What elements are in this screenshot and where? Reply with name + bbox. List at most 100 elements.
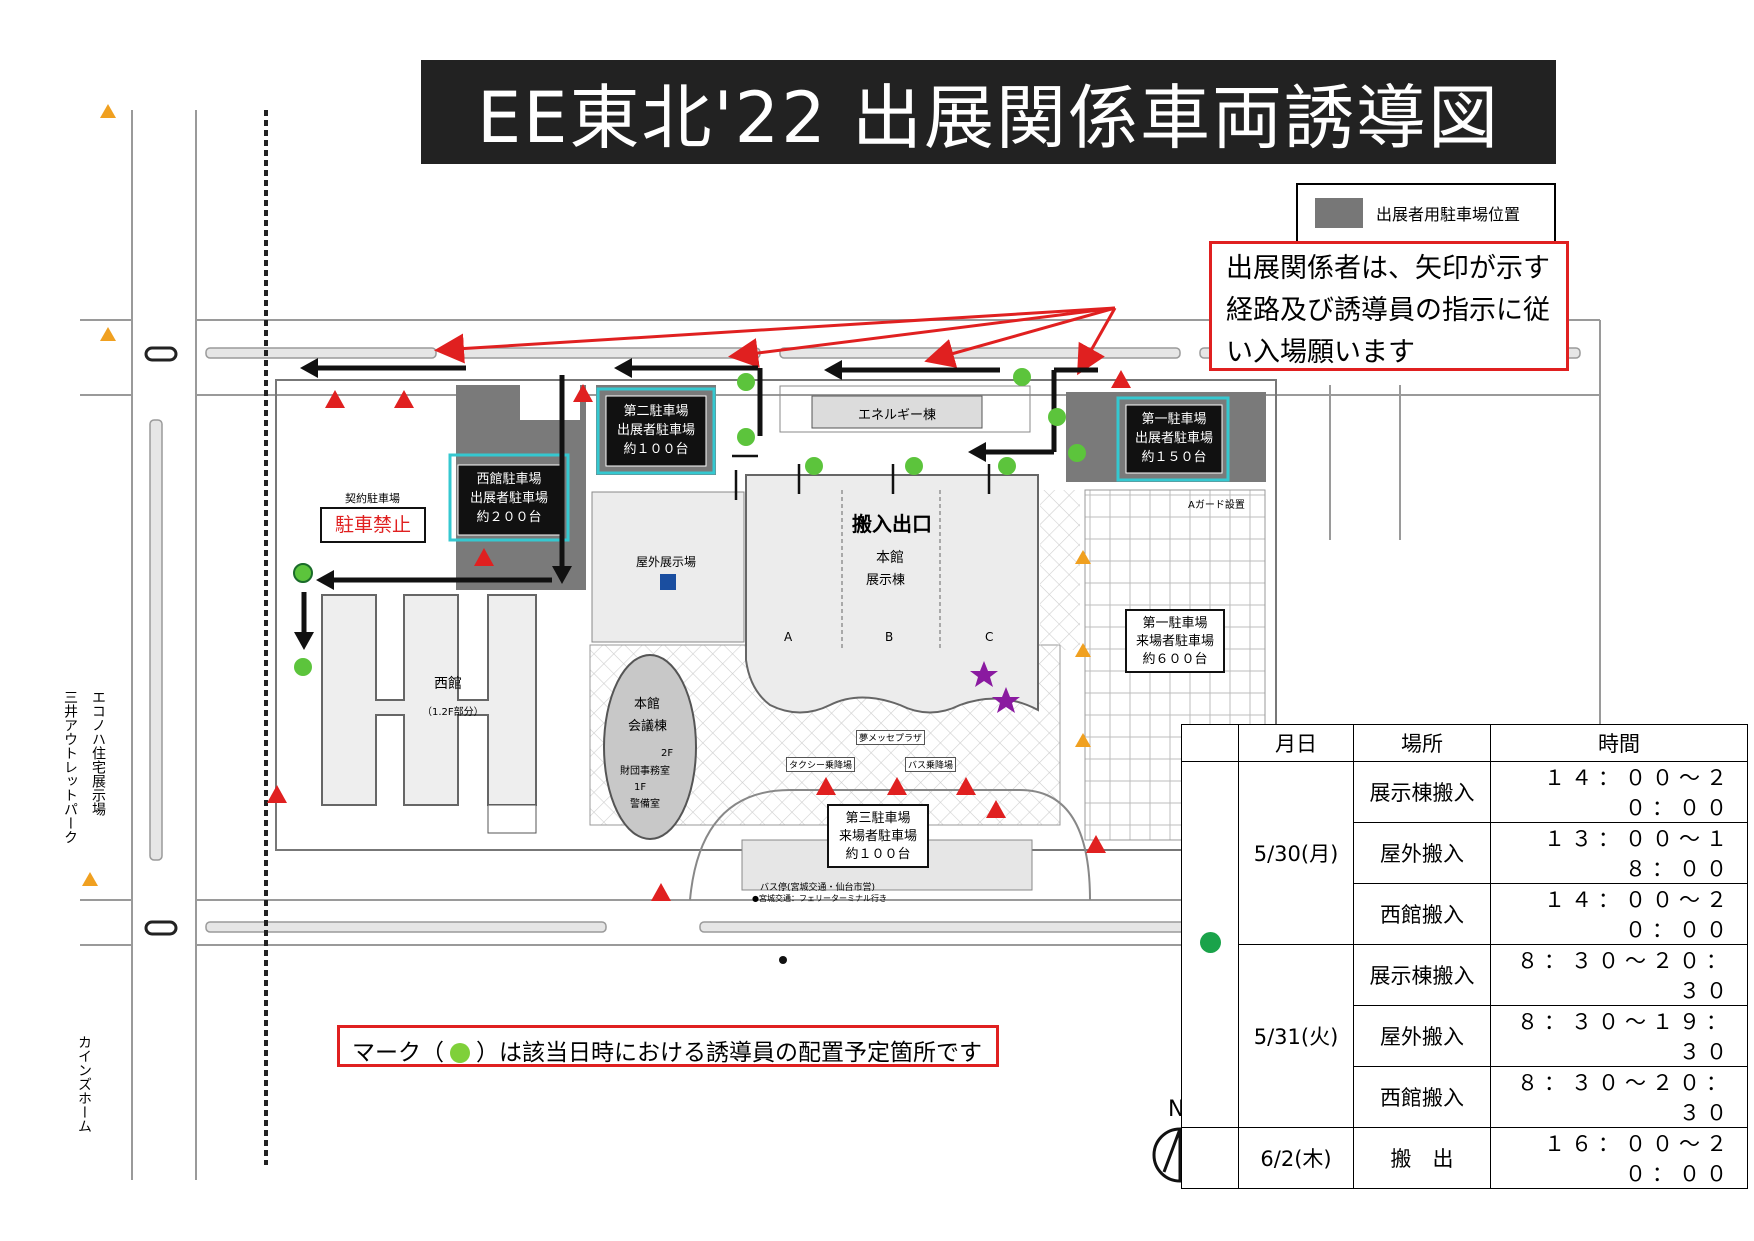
route-pointer-lines — [434, 306, 1117, 376]
empty-cell — [1181, 1127, 1239, 1189]
time-cell: １３：００～１８：００ — [1490, 822, 1748, 884]
floor-1f-label: 1F — [634, 782, 647, 793]
roads — [80, 110, 1601, 1180]
west-sign: 西館駐車場 出展者駐車場 約２００台 — [458, 470, 560, 527]
sign-line: 出展者駐車場 — [616, 423, 695, 438]
two-way-arrows — [732, 454, 991, 500]
table-row: 西館搬入 ８：３０～２０：３０ — [1182, 1066, 1748, 1128]
floor-2f-label: 2F — [661, 748, 674, 759]
sign-line: 出展者駐車場 — [469, 491, 548, 506]
energy-label: エネルギー棟 — [857, 408, 936, 423]
place-cell: 展示棟搬入 — [1353, 944, 1491, 1006]
notice-line: 経路及び誘導員の指示に従 — [1226, 295, 1550, 326]
date-cell: 5/31(火) — [1238, 944, 1354, 1128]
parking-highlights — [448, 387, 1230, 542]
notice-line: い入場願います — [1226, 337, 1415, 368]
bus-stop-label: バス停(宮城交通・仙台市営) — [760, 883, 876, 893]
sign-line: 第二駐車場 — [623, 404, 689, 419]
no-parking-sign: 駐車禁止 — [320, 507, 426, 543]
green-dot-icon — [450, 1043, 470, 1063]
bus-stop-label-tag: バス乗降場 — [905, 757, 957, 772]
guide-dots — [293, 368, 1086, 676]
bus-stop-sub-label: ●宮城交通：フェリーターミナル行き — [752, 894, 887, 903]
place-cell: 搬 出 — [1353, 1127, 1491, 1189]
stars — [970, 661, 1020, 713]
p2-sign: 第二駐車場 出展者駐車場 約１００台 — [606, 402, 706, 459]
legend-swatch — [1315, 198, 1363, 228]
sign-line: 第三駐車場 — [845, 811, 911, 826]
contract-parking-label: 契約駐車場 — [345, 492, 400, 505]
sign-line: 約１５０台 — [1141, 450, 1207, 465]
header-cell: 時間 — [1490, 724, 1748, 762]
vehicle-route-arrows — [301, 365, 1098, 635]
sign-line: 第一駐車場 — [1141, 412, 1207, 427]
a-guard-label: Aガード設置 — [1188, 500, 1245, 511]
guide-marker-note: マーク（ ）は該当日時における誘導員の配置予定箇所です — [337, 1025, 999, 1067]
sign-line: 西館駐車場 — [476, 472, 542, 487]
time-cell: １６：００～２０：００ — [1490, 1127, 1748, 1189]
place-cell: 屋外搬入 — [1353, 1005, 1491, 1067]
street-label-housing: エコノハ住宅展示場 — [90, 690, 106, 816]
table-row: 5/31(火) 展示棟搬入 ８：３０～２０：３０ — [1182, 944, 1748, 1128]
guide-dot-cell — [1181, 761, 1239, 1128]
table-row: 5/30(月) 展示棟搬入 １４：００～２０：００ — [1181, 761, 1748, 1128]
time-cell: １４：００～２０：００ — [1490, 883, 1748, 945]
entrance-triangles — [267, 370, 1131, 901]
hall-c-label: C — [985, 630, 994, 644]
table-row: 西館搬入 １４：００～２０：００ — [1182, 883, 1748, 945]
time-cell: ８：３０～１９：３０ — [1490, 1005, 1748, 1067]
conference-building — [603, 654, 697, 840]
note-suffix: ）は該当日時における誘導員の配置予定箇所です — [476, 1040, 982, 1066]
outdoor-exhibition-area — [591, 491, 745, 643]
energy-building — [811, 395, 983, 429]
table-row: 屋外搬入 ８：３０～１９：３０ — [1182, 1005, 1748, 1067]
conference-label: 本館 — [634, 697, 661, 712]
note-prefix: マーク（ — [352, 1040, 444, 1066]
west-hall-label: 西館 — [434, 676, 462, 692]
sign-line: 約２００台 — [476, 510, 542, 525]
compass-label: N — [1168, 1097, 1185, 1122]
sign-line: 出展者駐車場 — [1134, 431, 1213, 446]
main-hall-label: 本館 — [876, 550, 904, 566]
main-hall-sub-label: 展示棟 — [866, 573, 906, 588]
place-cell: 西館搬入 — [1353, 883, 1491, 945]
p1-visitor-sign: 第一駐車場 来場者駐車場 約６００台 — [1126, 615, 1224, 669]
legend-label: 出展者用駐車場位置 — [1376, 205, 1521, 224]
side-hatch — [1040, 490, 1080, 650]
stairs — [487, 804, 537, 834]
loading-gate-label: 搬入出口 — [852, 512, 932, 536]
parking-sign-backgrounds — [457, 395, 1225, 868]
hall-a-label: A — [784, 630, 793, 644]
traffic-signals — [144, 346, 178, 936]
place-cell: 展示棟搬入 — [1353, 761, 1491, 823]
messe-plaza-label: 夢メッセプラザ — [856, 730, 926, 745]
time-cell: ８：３０～２０：３０ — [1490, 1066, 1748, 1128]
west-hall-sub-label: （1.2F部分） — [422, 707, 484, 718]
legend: 出展者用駐車場位置 — [1296, 183, 1556, 245]
header-cell: 月日 — [1238, 724, 1354, 762]
table-header-row: 月日 場所 時間 — [1181, 724, 1748, 762]
sign-line: 約１００台 — [845, 847, 911, 862]
street-label-outlet: 三井アウトレットパーク — [62, 690, 78, 844]
vehicle-arrowheads — [294, 358, 986, 650]
table-row: 6/2(木) 搬 出 １６：００～２０：００ — [1181, 1127, 1748, 1189]
p1-sign: 第一駐車場 出展者駐車場 約１５０台 — [1126, 410, 1222, 467]
sign-line: 第一駐車場 — [1142, 616, 1208, 631]
conference-sub-label: 会議棟 — [628, 719, 668, 734]
sign-line: 来場者駐車場 — [838, 829, 917, 844]
time-cell: ８：３０～２０：３０ — [1490, 944, 1748, 1006]
date-cell: 6/2(木) — [1238, 1127, 1354, 1189]
p3-visitor-sign: 第三駐車場 来場者駐車場 約１００台 — [828, 810, 928, 864]
date-cell: 5/30(月) — [1238, 761, 1354, 945]
guard-room-label: 警備室 — [630, 799, 660, 810]
street-label-cainz: カインズホーム — [76, 1035, 92, 1133]
header-cell: 場所 — [1353, 724, 1491, 762]
outdoor-label: 屋外展示場 — [636, 555, 697, 569]
outdoor-marker — [660, 574, 676, 590]
place-cell: 西館搬入 — [1353, 1066, 1491, 1128]
table-row: 屋外搬入 １３：００～１８：００ — [1182, 822, 1748, 884]
sign-line: 約６００台 — [1142, 652, 1208, 667]
west-hall-building — [321, 594, 537, 806]
sign-line: 約１００台 — [623, 442, 689, 457]
sign-line: 来場者駐車場 — [1135, 634, 1214, 649]
